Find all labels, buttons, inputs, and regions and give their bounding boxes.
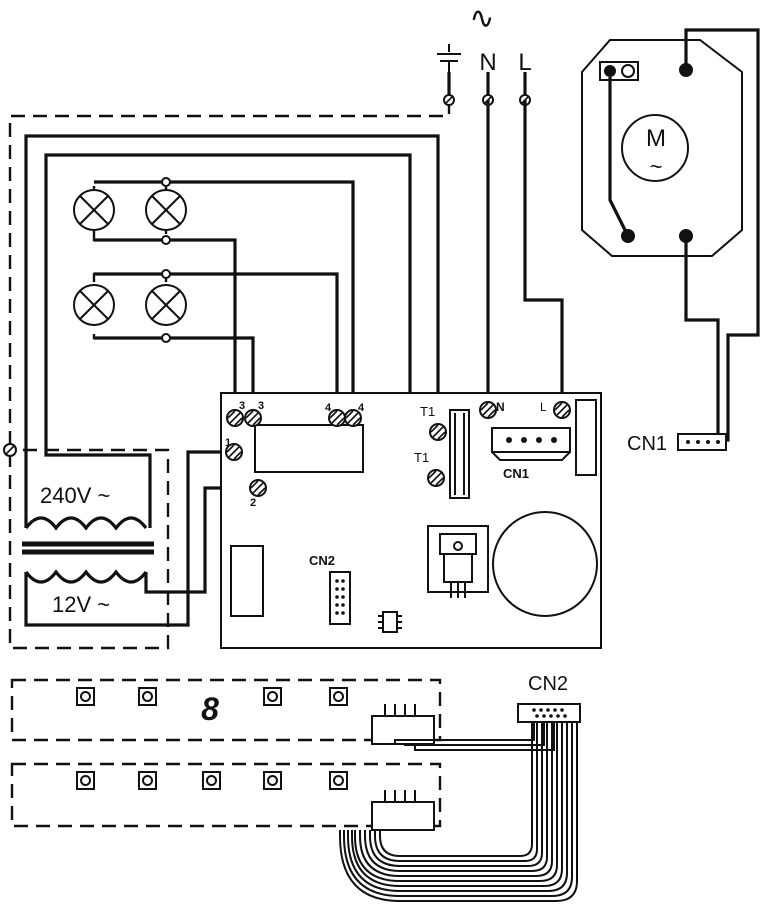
cn1-board-label: CN1 <box>503 466 529 481</box>
terminal-label: 4 <box>325 402 332 414</box>
fuse <box>575 399 597 476</box>
seven-segment-display: 8 <box>201 691 219 727</box>
motor-unit: M ~ <box>581 39 743 257</box>
button-icon <box>202 771 221 790</box>
lamp-group-upper <box>73 177 355 408</box>
lamp-group-lower <box>73 269 339 408</box>
earth-wire <box>8 100 451 650</box>
motor-icon <box>621 114 689 182</box>
button-icon <box>329 687 348 706</box>
motor-wire <box>684 236 720 442</box>
cn1-connector <box>677 433 727 451</box>
cn2-ribbon-connector <box>517 703 581 723</box>
capacitor <box>492 511 598 617</box>
cn2-board-label: CN2 <box>309 553 335 568</box>
motor-terminal-dot <box>604 65 616 77</box>
terminal-label: 3 <box>258 400 264 412</box>
button-icon <box>263 687 282 706</box>
button-icon <box>263 771 282 790</box>
terminal-label: N <box>496 400 505 414</box>
voltage-regulator <box>427 525 489 598</box>
live-label: L <box>518 49 531 76</box>
terminal-label: T1 <box>414 450 429 465</box>
motor-letter: M <box>646 125 666 152</box>
cn1-board-connector <box>491 427 571 461</box>
board-terminals <box>225 401 571 497</box>
button-icon <box>138 687 157 706</box>
button-icon <box>76 771 95 790</box>
terminal-label: 4 <box>358 402 365 414</box>
secondary-voltage-label: 12V ~ <box>52 592 110 617</box>
cn2-board-connector <box>329 571 351 625</box>
heatsink <box>449 409 470 499</box>
terminal-label: T1 <box>420 404 435 419</box>
terminal-label: L <box>540 400 547 414</box>
display-panel: 8 <box>10 678 442 745</box>
terminal-label: 2 <box>250 497 256 509</box>
button-icon <box>76 687 95 706</box>
motor-terminal-dot <box>621 64 635 78</box>
supply-terminals <box>443 72 531 106</box>
terminal-label: 1 <box>225 437 231 449</box>
button-icon <box>138 771 157 790</box>
earth-symbol-icon <box>437 44 461 72</box>
motor-ac-mark: ~ <box>650 154 663 179</box>
keypad-panel <box>10 762 442 831</box>
chip-icon <box>378 611 402 633</box>
button-icon <box>329 771 348 790</box>
ribbon-cable <box>339 722 578 902</box>
motor-wire <box>684 28 760 442</box>
control-board <box>220 392 602 649</box>
cn1-label: CN1 <box>627 433 667 455</box>
board-component <box>230 545 264 617</box>
t1-primary-wire <box>24 134 440 528</box>
live-wire <box>523 100 564 408</box>
panel-connector <box>371 790 435 831</box>
panel-connector <box>371 704 435 745</box>
neutral-label: N <box>479 49 496 76</box>
relay <box>254 424 364 473</box>
primary-voltage-label: 240V ~ <box>40 483 110 508</box>
terminal-label: 3 <box>239 400 245 412</box>
ac-supply-symbol: ∿ <box>469 1 494 36</box>
cn2-ribbon-label: CN2 <box>528 673 568 695</box>
